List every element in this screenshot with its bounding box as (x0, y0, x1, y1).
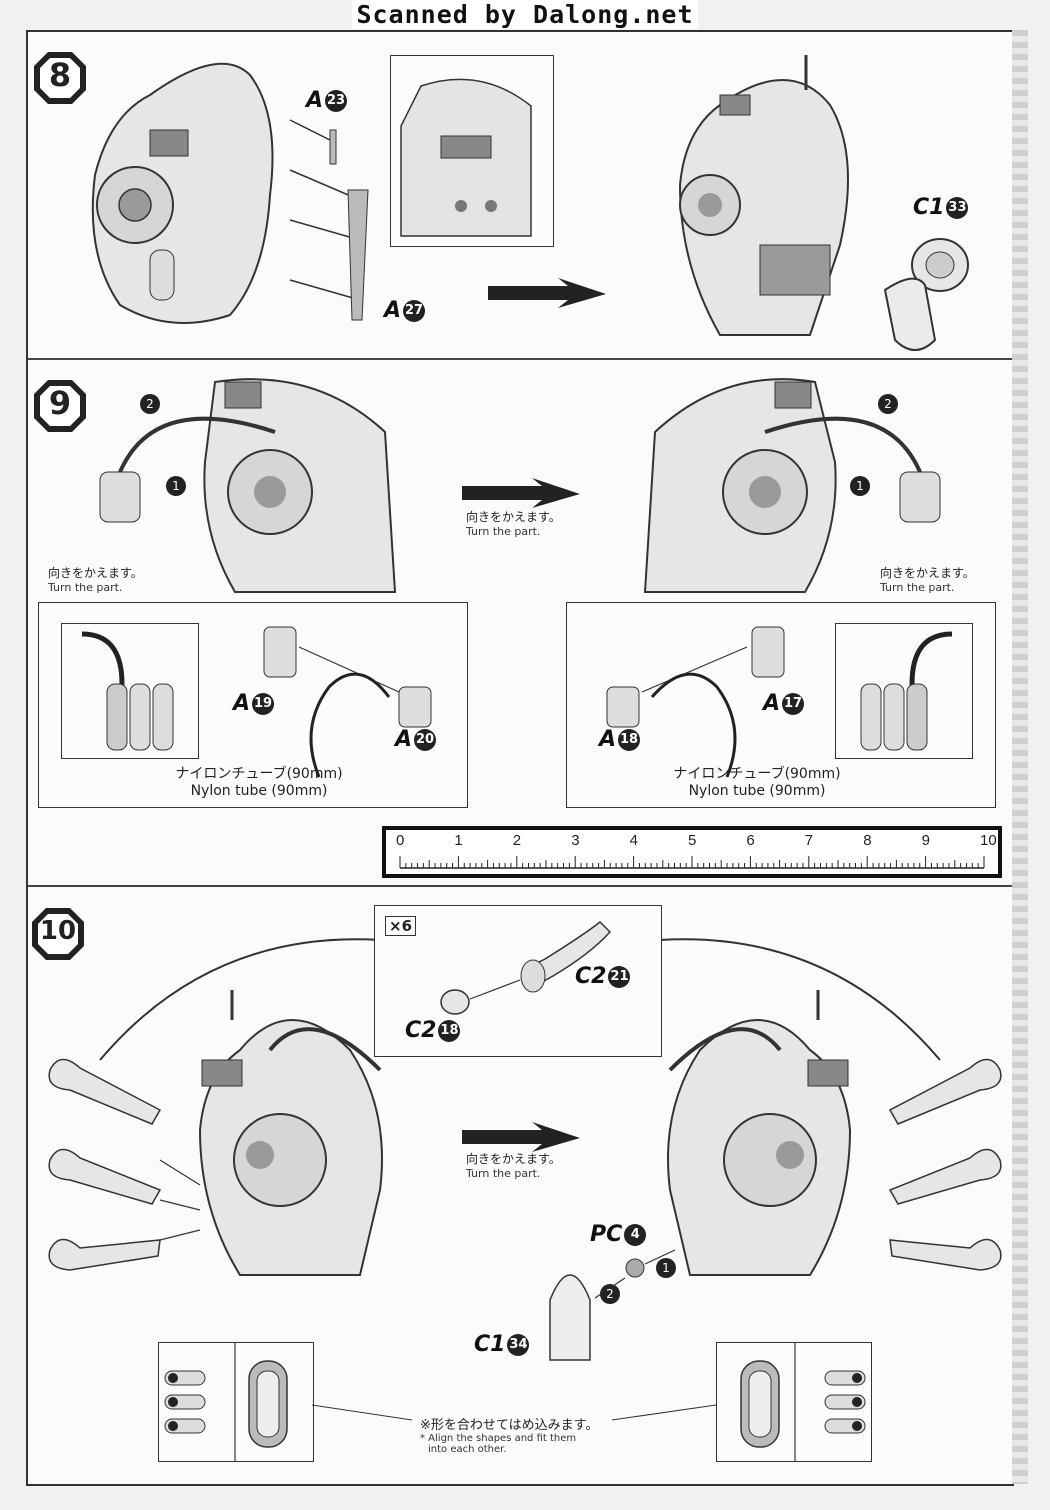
arc-lines-step10 (99, 938, 941, 1061)
head-part-step9-left (99, 378, 397, 593)
ruler-number: 7 (804, 832, 814, 849)
arrows-step8-left (289, 119, 369, 321)
divider-step8-9 (28, 358, 1012, 360)
nylon-tube-label-left: ナイロンチューブ(90mm) Nylon tube (90mm) (175, 766, 343, 799)
arrows-pegs-left (159, 1159, 201, 1241)
pegs-right (888, 1058, 1002, 1271)
marker-2-left: 2 (140, 394, 160, 414)
divider-step9-10 (28, 885, 1012, 887)
step-9-badge: 9 (32, 378, 88, 434)
step-10-badge: 10 (30, 906, 86, 962)
step-10-number: 10 (39, 916, 77, 946)
head-part-step9-right (643, 378, 941, 593)
marker-2-right: 2 (878, 394, 898, 414)
marker-1-right: 1 (850, 476, 870, 496)
turn-part-note-center-step9: 向きをかえます。 Turn the part. (466, 510, 561, 538)
marker-2-step10: 2 (600, 1284, 620, 1304)
right-edge-decoration (1012, 30, 1028, 1484)
head-part-step10-right (667, 990, 852, 1276)
fit-detail-right (716, 1342, 872, 1462)
ruler-number: 5 (688, 832, 697, 849)
ruler-number: 9 (921, 832, 930, 849)
quantity-badge: ×6 (385, 916, 417, 936)
head-part-step10-left (198, 990, 383, 1276)
scan-credit-bar: Scanned by Dalong.net (0, 0, 1050, 32)
step-8-badge: 8 (32, 50, 88, 106)
step-9-number: 9 (48, 384, 72, 422)
arrow-step8 (488, 278, 606, 308)
tube-detail-right (835, 623, 973, 759)
fit-detail-left (158, 1342, 314, 1462)
align-shapes-note: ※形を合わせてはめ込みます。 * Align the shapes and fi… (420, 1418, 599, 1455)
tube-detail-left (61, 623, 199, 759)
note-leader-lines (311, 1404, 717, 1421)
ruler-number: 4 (629, 832, 638, 849)
detail-inset-step8 (390, 55, 554, 247)
ruler-ticks (399, 856, 985, 869)
ruler-number: 3 (571, 832, 580, 849)
head-part-step8-right (678, 55, 849, 336)
ruler-number: 1 (454, 832, 463, 849)
marker-1-step10: 1 (656, 1258, 676, 1278)
arrow-step10 (462, 1122, 580, 1152)
measuring-ruler: 0 1 2 3 4 5 6 7 8 9 10 (382, 826, 1002, 878)
step-8-number: 8 (48, 56, 72, 94)
ruler-number: 2 (512, 832, 522, 849)
ruler-number: 0 (396, 832, 405, 849)
arrow-step9 (462, 478, 580, 508)
scan-credit: Scanned by Dalong.net (352, 0, 698, 29)
turn-part-note-right: 向きをかえます。 Turn the part. (880, 566, 975, 594)
ruler-number: 6 (746, 832, 755, 849)
turn-part-note-left: 向きをかえます。 Turn the part. (48, 566, 143, 594)
part-c1-33-shape (883, 238, 969, 351)
ruler-number: 10 (980, 832, 997, 849)
turn-part-note-center-step10: 向きをかえます。 Turn the part. (466, 1152, 561, 1180)
head-part-step8-left (91, 62, 274, 324)
nylon-tube-label-right: ナイロンチューブ(90mm) Nylon tube (90mm) (673, 766, 841, 799)
pegs-left (48, 1058, 162, 1271)
marker-1-left: 1 (166, 476, 186, 496)
ruler-number: 8 (863, 832, 872, 849)
